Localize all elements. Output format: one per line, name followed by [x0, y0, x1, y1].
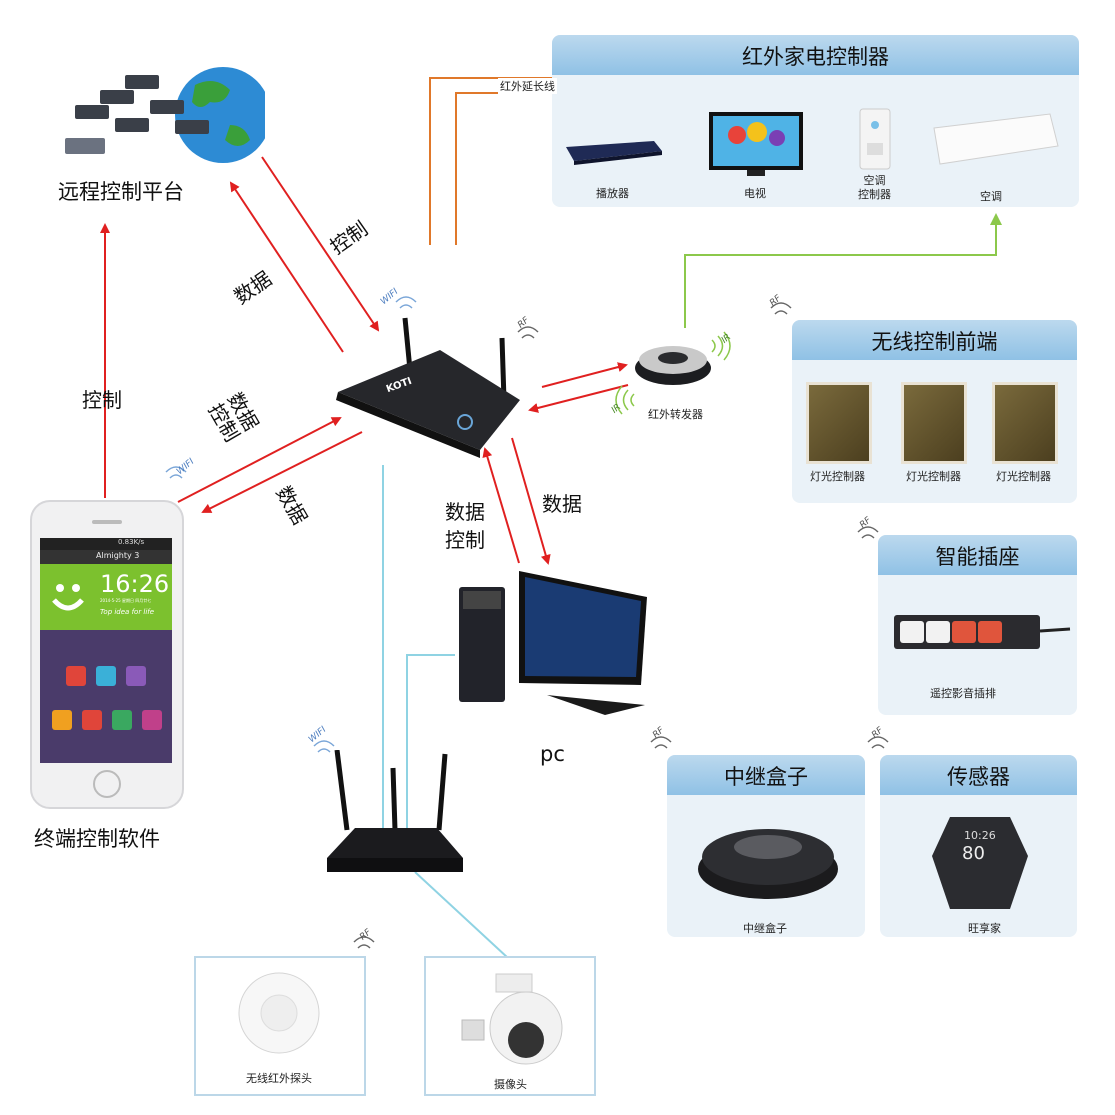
sensor-time: 10:26: [964, 829, 996, 842]
phone-date: 2014-5-25 星期日 四月廿七: [100, 598, 152, 603]
panel-header: [552, 35, 1079, 75]
light-switch-2-icon: [901, 382, 967, 464]
phone-slogan: Top idea for life: [100, 608, 155, 616]
app-icon-device[interactable]: [96, 666, 116, 686]
arrow-label-control-vertical: 控制: [82, 388, 122, 412]
arrow-label-data-pc: 数据: [542, 492, 582, 516]
smart-socket-title: 智能插座: [935, 545, 1020, 569]
wireless-front-title: 无线控制前端: [871, 330, 998, 354]
phone-home-button[interactable]: [93, 770, 121, 798]
wired-lines: [382, 465, 509, 959]
camera-box: 摄像头: [424, 956, 596, 1096]
smiley-icon: [48, 576, 88, 616]
gateway-device: [330, 310, 530, 460]
phone-status-bar: 0.83K/s: [40, 538, 172, 550]
remote-platform-label: 远程控制平台: [58, 180, 184, 204]
arrow-label-data-control-pc: 数据控制: [445, 500, 485, 552]
ir-appliance-title: 红外家电控制器: [742, 45, 889, 69]
ir-probe-icon: [238, 972, 320, 1054]
phone-app-name: Almighty 3: [96, 551, 140, 560]
relay-box-panel: 中继盒子 中继盒子: [667, 755, 865, 937]
app-icon-security[interactable]: [112, 710, 132, 730]
relay-box-icon: [698, 829, 838, 899]
ir-appliance-panel: 红外家电控制器 播放器 电视 空调控制器 空调: [552, 35, 1079, 207]
ir-extension-label: 红外延长线: [498, 78, 557, 94]
wifi-router-device: [325, 749, 465, 875]
phone-clock: 16:26: [100, 570, 170, 598]
phone-app-bar: Almighty 3: [40, 550, 172, 564]
ir-probe-box: 无线红外探头: [194, 956, 366, 1096]
app-icon-remote[interactable]: [82, 710, 102, 730]
data-arrows: [100, 156, 629, 565]
phone-app-grid: [40, 638, 172, 758]
app-icon-settings[interactable]: [142, 710, 162, 730]
ac-controller-icon: [859, 108, 891, 170]
camera-label: 摄像头: [494, 1078, 527, 1091]
terminal-software-label: 终端控制软件: [34, 827, 160, 851]
light-switch-3-icon: [992, 382, 1058, 464]
smart-socket-caption: 遥控影音插排: [930, 687, 996, 700]
pc-label: pc: [540, 742, 565, 766]
sensor-panel: 传感器 10:26 80 旺享家: [880, 755, 1077, 937]
panel-header: [880, 755, 1077, 795]
light-controller-label-1: 灯光控制器: [810, 470, 865, 483]
panel-header: [878, 535, 1077, 575]
camera-icon: [461, 973, 563, 1065]
light-controller-label-3: 灯光控制器: [996, 470, 1051, 483]
remote-platform-graphic: [55, 40, 271, 165]
phone-device: 0.83K/s Almighty 3 16:26 2014-5-25 星期日 四…: [30, 500, 184, 809]
player-icon: [566, 141, 662, 165]
pc-graphic: [455, 565, 655, 715]
wireless-front-panel: 无线控制前端 灯光控制器 灯光控制器 灯光控制器: [792, 320, 1077, 503]
globe-icon: [175, 67, 271, 163]
light-controller-label-2: 灯光控制器: [906, 470, 961, 483]
power-strip-icon: [894, 615, 1071, 649]
repeater-to-ac-line: [684, 213, 1002, 328]
phone-screen: 0.83K/s Almighty 3 16:26 2014-5-25 星期日 四…: [40, 538, 172, 763]
tv-icon: [709, 112, 803, 176]
ir-repeater-device: [633, 338, 713, 393]
app-icon-scene[interactable]: [52, 710, 72, 730]
sensor-title: 传感器: [947, 765, 1010, 789]
ac-unit-icon: [933, 113, 1059, 165]
player-label: 播放器: [596, 187, 629, 200]
relay-box-title: 中继盒子: [724, 765, 808, 789]
wifi-arcs: [165, 296, 417, 753]
phone-speaker: [92, 520, 122, 524]
ac-label: 空调: [980, 190, 1002, 203]
sensor-value: 80: [962, 843, 985, 864]
phone-status-text: 0.83K/s: [118, 538, 145, 546]
rf-arcs: [353, 302, 889, 949]
panel-header: [667, 755, 865, 795]
app-icon-video[interactable]: [126, 666, 146, 686]
tv-label: 电视: [744, 187, 766, 200]
phone-widget: 16:26 2014-5-25 星期日 四月廿七 Top idea for li…: [40, 564, 172, 630]
smart-socket-panel: 智能插座 遥控影音插排: [878, 535, 1077, 715]
signal-arcs: [615, 331, 731, 415]
ir-probe-label: 无线红外探头: [246, 1072, 312, 1085]
relay-box-caption: 中继盒子: [743, 922, 787, 935]
panel-header: [792, 320, 1077, 360]
app-icon-realtime[interactable]: [66, 666, 86, 686]
ac-controller-label: 空调控制器: [858, 174, 891, 201]
sensor-device-icon: [932, 817, 1028, 909]
sensor-caption: 旺享家: [968, 922, 1001, 935]
ir-repeater-label: 红外转发器: [648, 408, 703, 421]
light-switch-1-icon: [806, 382, 872, 464]
